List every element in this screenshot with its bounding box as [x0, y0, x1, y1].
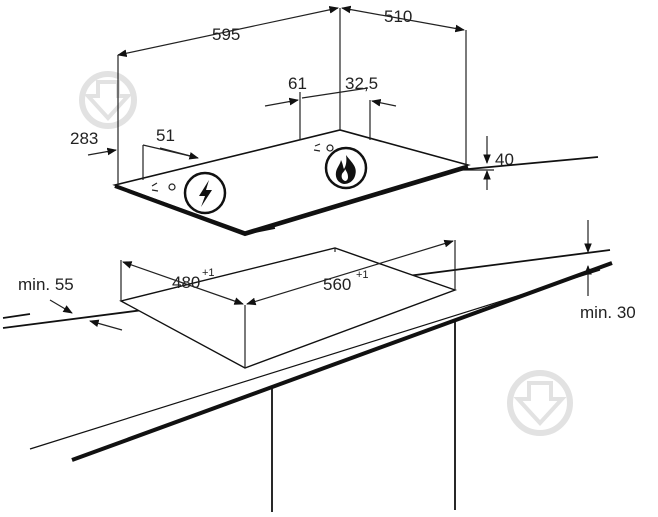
lightning-bolt-icon — [183, 171, 227, 215]
dimension-cutout-width-560: 560 +1 — [246, 239, 454, 306]
hob — [112, 8, 471, 237]
dimension-label: min. 30 — [580, 303, 636, 322]
dimension-32-5: 32,5 — [345, 74, 397, 107]
dimension-label: min. 55 — [18, 275, 74, 294]
dimension-label: 480 — [172, 273, 200, 292]
drop-logo-icon — [79, 71, 137, 129]
dimension-label: 32,5 — [345, 74, 378, 93]
dimension-61: 61 — [264, 74, 369, 107]
dimension-51: 51 — [156, 126, 199, 160]
gas-connection-point — [326, 144, 334, 152]
dimension-label: 560 — [323, 275, 351, 294]
dimension-283: 283 — [70, 129, 117, 156]
electric-connection-point — [168, 183, 176, 191]
dimension-label: 595 — [212, 25, 240, 44]
dimension-width-595: 595 — [117, 6, 339, 57]
worktop-top-edge — [244, 227, 276, 235]
worktop-top-edge — [457, 156, 599, 171]
dimension-label: 61 — [288, 74, 307, 93]
worktop — [2, 240, 613, 512]
flame-icon — [324, 146, 368, 190]
tolerance-label: +1 — [202, 267, 215, 279]
tolerance-label: +1 — [356, 269, 369, 281]
cutout-opening — [119, 247, 458, 369]
dimension-label: 51 — [156, 126, 175, 145]
dimension-label: 510 — [384, 7, 412, 26]
dimension-cutout-depth-480: 480 +1 — [122, 261, 244, 305]
dimension-min-55: min. 55 — [18, 275, 123, 331]
drop-logo-icon — [507, 370, 573, 436]
dimension-label: 283 — [70, 129, 98, 148]
dimension-min-30: min. 30 — [580, 220, 636, 322]
dimension-label: 40 — [495, 150, 514, 169]
dimension-depth-510: 510 — [341, 5, 465, 33]
